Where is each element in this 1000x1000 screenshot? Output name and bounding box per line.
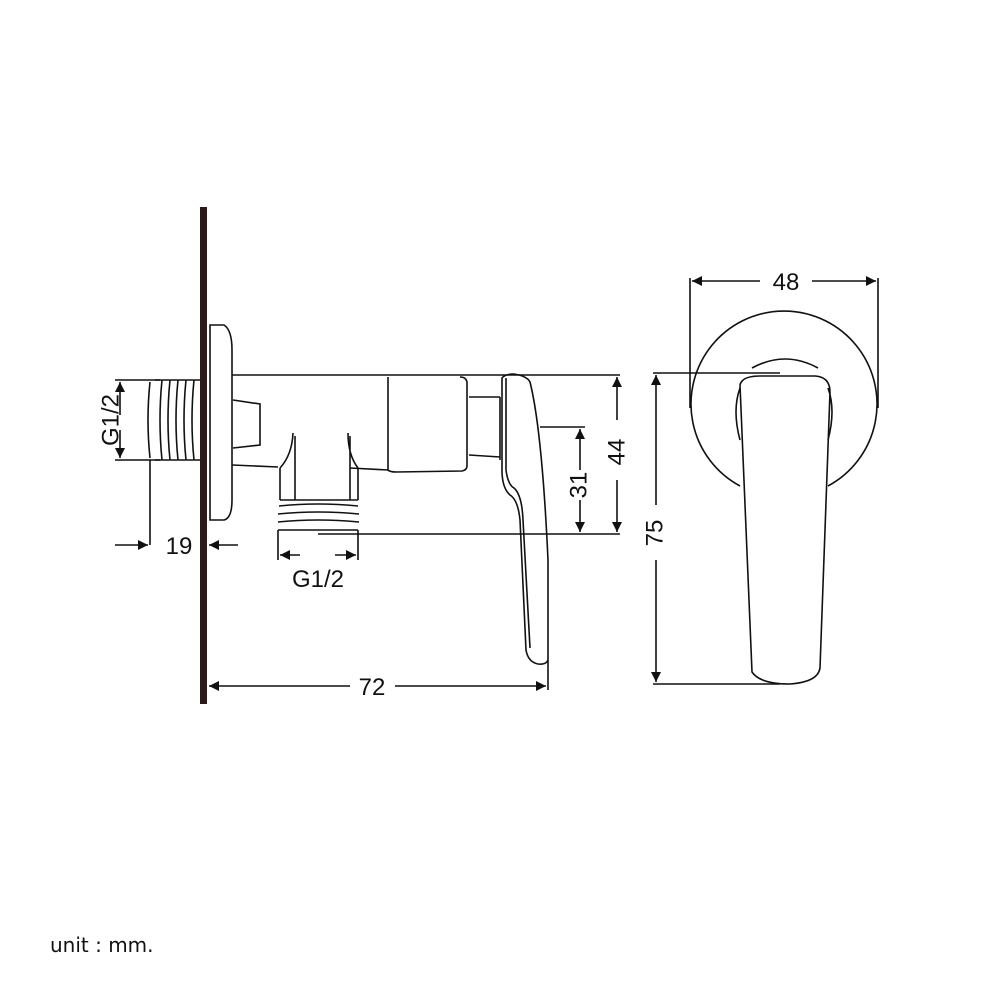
dim-handle-offset: 31 (565, 472, 592, 499)
front-view (690, 310, 878, 685)
unit-label: unit : mm. (50, 933, 154, 957)
dim-body-height: 44 (603, 439, 630, 466)
outlet-thread (277, 499, 360, 531)
handle-front (739, 375, 831, 685)
side-view (147, 324, 549, 665)
wall-line (200, 207, 207, 704)
dim-inlet-thread: G1/2 (97, 394, 124, 446)
lever-handle (501, 373, 549, 665)
dim-total-depth: 72 (359, 674, 386, 701)
inlet-thread (147, 379, 200, 461)
dim-outlet-thread: G1/2 (292, 566, 344, 593)
flange-circle (690, 310, 878, 487)
dim-handle-length: 75 (641, 520, 668, 547)
dim-flange-diameter: 48 (773, 269, 800, 296)
dimension-lines (115, 276, 879, 691)
cartridge (387, 376, 468, 473)
dim-wall-depth: 19 (166, 533, 193, 560)
flange (209, 324, 233, 521)
